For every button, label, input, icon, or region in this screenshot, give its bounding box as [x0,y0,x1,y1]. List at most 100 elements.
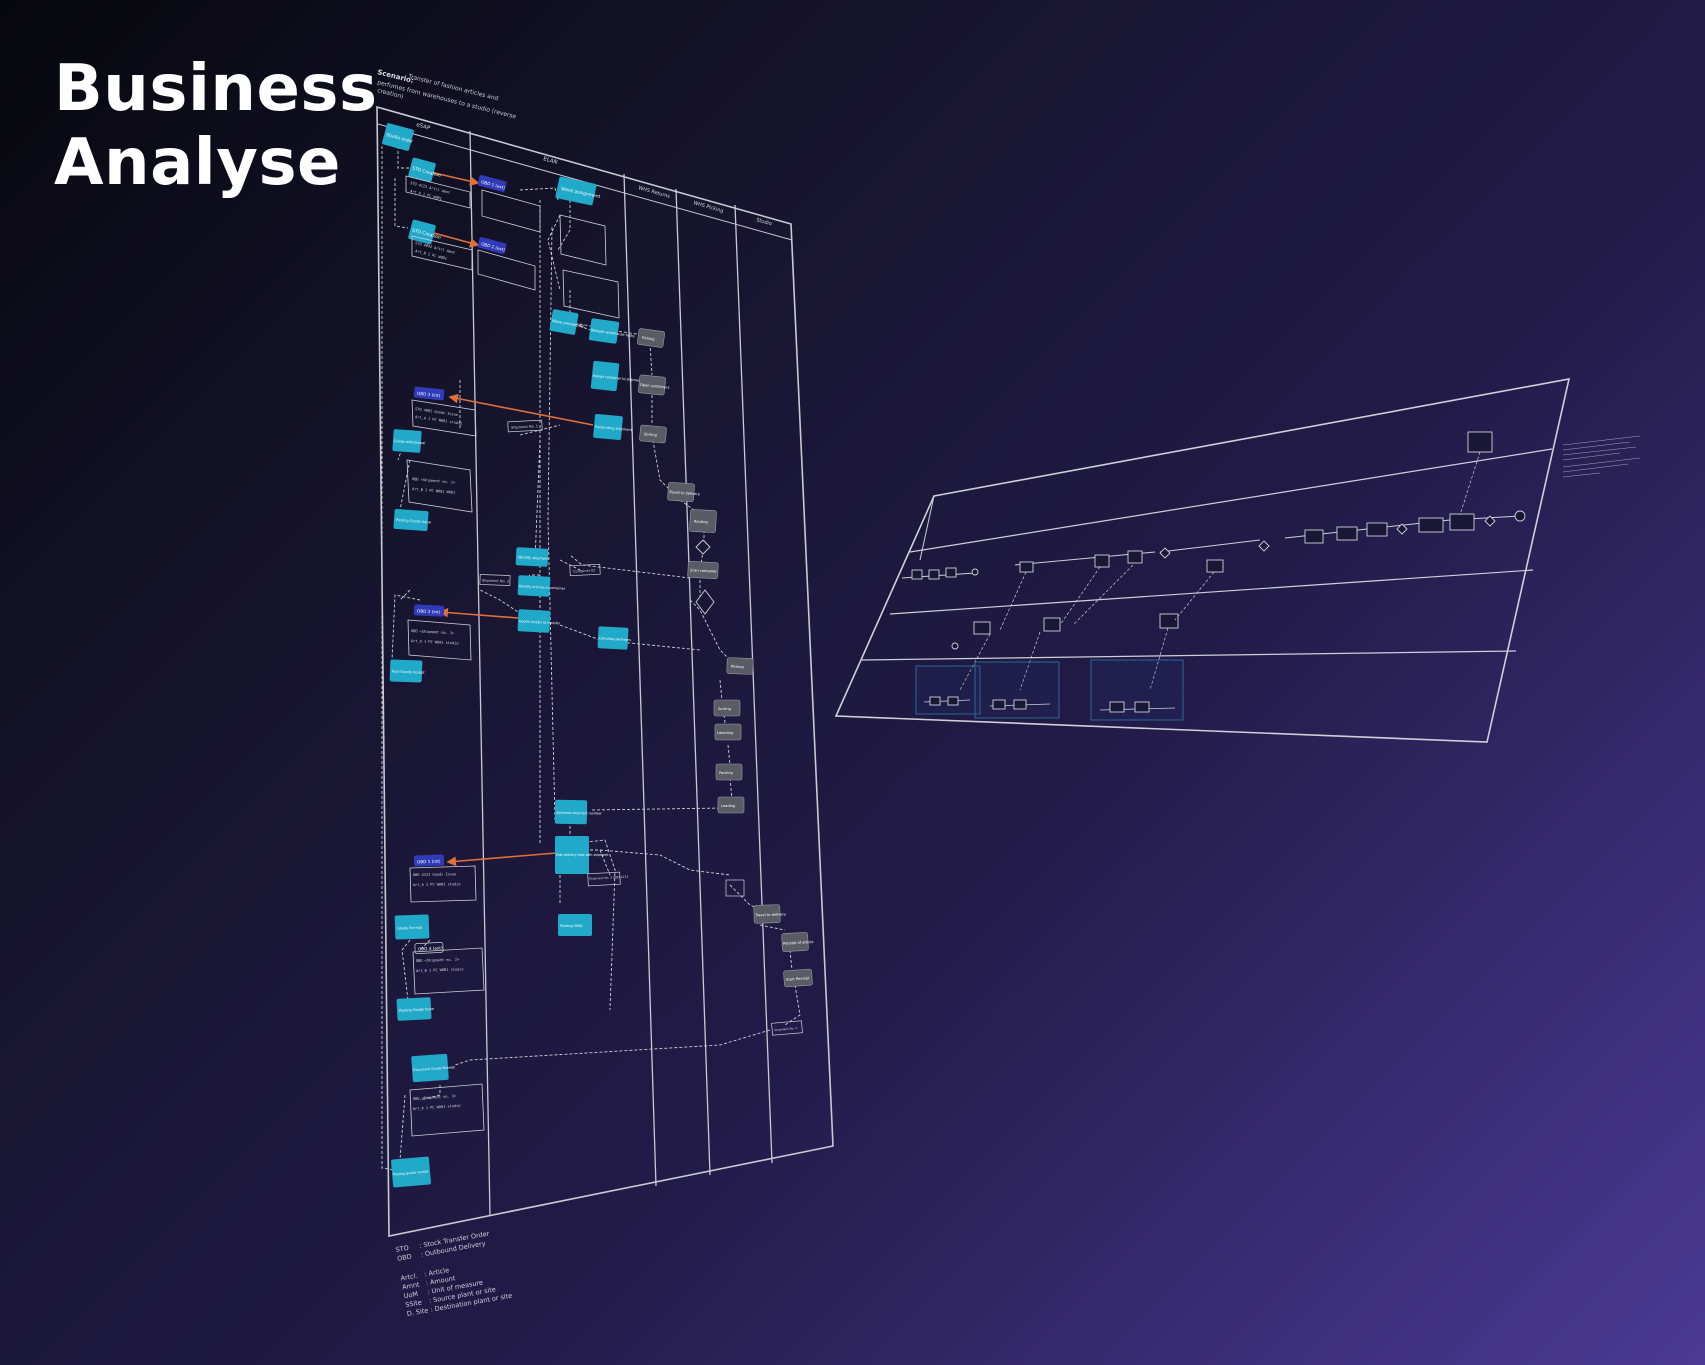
process-diagram-left: Scenario: Transfer of fashion articles a… [376,68,834,1318]
doc-obd3-int-1[interactable]: OBD 3 (int) [413,386,445,401]
doc-obd1-int[interactable]: OBD 1 (int) [413,854,445,867]
svg-text:Calculate packages: Calculate packages [599,636,632,642]
doc-obd3-int-2[interactable]: OBD 3 (int) [413,604,445,617]
node-travel-delivery-2[interactable]: Travel to delivery [753,904,787,924]
node-picking-2[interactable]: Picking [726,657,754,675]
node-release-tasks[interactable]: Release warehouse tasks [588,318,636,344]
node-studio-order[interactable]: Studio order [382,123,415,151]
ref-tags [479,419,803,1036]
ref-tag-text: Shipment No. 1 Container ID Shipment No.… [482,424,798,1032]
svg-text:Goods Receipt: Goods Receipt [397,926,423,931]
node-identify-articles[interactable]: Identify articles in container [517,575,566,597]
cyan-nodes: Studio order STO Creation STO Creation W… [382,123,644,1188]
legend: STO : Stock Transfer Order OBD : Outboun… [395,1230,513,1318]
node-open-containers[interactable]: Open containers [638,374,670,396]
node-wave-processing[interactable]: Wave processing [549,309,585,335]
node-assign-container[interactable]: Assign container to shipment [590,360,644,392]
dark-nodes: Picking Open containers Sorting Travel t… [636,328,815,988]
right-top-nodes [911,431,1526,580]
right-mid-nodes [951,613,1179,650]
lane-separator [675,188,711,1176]
legend-abbr-amnt: Amnt [402,1280,421,1291]
svg-text:Art_A 1 PC W001: Art_A 1 PC W001 [410,189,442,201]
node-routing[interactable]: Routing [689,509,717,533]
node-receipt-of-article[interactable]: Receipt of article [781,932,815,952]
node-scan-container[interactable]: Scan container [687,561,719,579]
node-travel-delivery-1[interactable]: Travel to delivery [667,481,701,503]
node-posting-grid[interactable]: Posting GRID [558,914,592,936]
svg-text:Picking: Picking [642,336,655,342]
right-bottom-subprocesses [915,659,1184,721]
legend-abbr-dsite: D. Site [406,1306,429,1318]
svg-text:Identify shipment: Identify shipment [518,555,550,561]
node-loading[interactable]: Loading [717,796,745,814]
node-calculate-packages[interactable]: Calculate packages [597,626,631,650]
node-goods-withdrawal[interactable]: Goods withdrawal [392,429,425,453]
svg-text:Shipment No. 3: Shipment No. 3 [774,1026,798,1032]
svg-text:Art_A 1 PC W001 studio: Art_A 1 PC W001 studio [411,639,459,645]
node-generate-shipment-number[interactable]: Generate shipment number [554,799,603,825]
svg-text:OBD 2 (ext): OBD 2 (ext) [481,241,506,252]
svg-text:OBD 4 (ext): OBD 4 (ext) [418,945,443,951]
node-sorting-2[interactable]: Sorting [713,699,741,717]
svg-text:OBD 3 (int): OBD 3 (int) [417,391,441,398]
svg-text:Posting Goods Issue: Posting Goods Issue [396,518,431,524]
node-packing[interactable]: Packing [715,763,743,781]
node-generating-shipment[interactable]: Generating shipment [593,413,633,441]
node-goods-receipt[interactable]: Goods Receipt [394,914,430,940]
svg-text:Scan container: Scan container [690,568,718,573]
svg-text:OBD <Shipment no. 1>: OBD <Shipment no. 1> [411,629,455,635]
svg-text:Loading: Loading [721,804,735,808]
svg-text:Art_B 1 PC W001 studio: Art_B 1 PC W001 studio [416,967,464,973]
node-identify-shipment[interactable]: Identify shipment [515,547,550,567]
lane-separator [623,173,657,1187]
document-arrows [429,171,594,867]
lane-label-whs-picking: WHS Picking [692,200,724,214]
gateway-diamond [695,539,711,555]
node-wave-assignment[interactable]: Wave assignment [555,176,601,206]
svg-text:Goods receipt at transfer: Goods receipt at transfer [519,619,561,625]
title-line-1: Business [54,52,378,126]
svg-text:Generate shipment number: Generate shipment number [556,811,603,816]
node-post-goods-receipt[interactable]: Post Goods receipt [389,659,426,683]
svg-text:Wave processing: Wave processing [552,318,585,329]
svg-text:OBD 1 (int): OBD 1 (int) [417,859,441,865]
node-posting-goods-issue-2[interactable]: Posting Goods Issue [396,997,434,1021]
svg-text:OBD 4123 Goods Issue: OBD 4123 Goods Issue [413,872,456,877]
svg-text:Art_A 1 PC W001 studio: Art_A 1 PC W001 studio [413,1104,461,1111]
svg-text:Posting goods receipt: Posting goods receipt [393,1169,429,1176]
node-labelling[interactable]: Labelling [714,723,742,741]
node-posting-goods-issue-1[interactable]: Posting Goods Issue [393,508,431,532]
node-sto-creation-2[interactable]: STO Creation [408,219,442,245]
node-sorting-1[interactable]: Sorting [639,424,667,444]
svg-text:Labelling: Labelling [717,731,733,735]
svg-text:OBD 1 (ext): OBD 1 (ext) [481,179,506,190]
svg-text:Identify articles in container: Identify articles in container [519,584,566,590]
svg-text:Travel to delivery: Travel to delivery [668,490,701,496]
diagram-frame [376,105,834,1237]
node-picking-1[interactable]: Picking [636,328,666,348]
node-posting-goods-receipt[interactable]: Posting goods receipt [391,1156,431,1188]
lane-label-elan: ELAN [542,156,558,166]
svg-text:Sorting: Sorting [718,707,731,711]
svg-text:STO 4092 Goods Issue: STO 4092 Goods Issue [415,407,458,417]
doc-obd4-ext[interactable]: OBD 4 (ext) [414,942,444,954]
node-goods-receipt-transfer[interactable]: Goods receipt at transfer [517,609,561,633]
node-post-delivery-note[interactable]: Post delivery note with shipment [555,836,609,874]
node-sto-creation-1[interactable]: STO Creation [408,157,442,183]
svg-text:Goods withdrawal: Goods withdrawal [394,439,426,445]
svg-text:Assign container to shipment: Assign container to shipment [593,374,643,383]
svg-text:Travel to delivery: Travel to delivery [754,912,787,917]
svg-text:Document Goods Receipt: Document Goods Receipt [413,1065,456,1072]
doc-obd1-ext[interactable]: OBD 1 (ext) [477,175,507,193]
node-document-goods-receipt[interactable]: Document Goods Receipt [411,1053,456,1083]
svg-text:OBD 3 (int): OBD 3 (int) [417,608,441,614]
svg-text:Art_B 1 PC W001 W001: Art_B 1 PC W001 W001 [412,487,455,495]
svg-text:Container ID: Container ID [573,568,595,573]
doc-obd2-ext[interactable]: OBD 2 (ext) [477,237,507,255]
node-start-receipt[interactable]: Start Receipt [783,968,813,988]
svg-text:Shipment No. 2 OBD 4123: Shipment No. 2 OBD 4123 [589,875,629,881]
document-detail-boxes [405,175,620,1137]
lane-label-esap: eSAP [415,122,431,132]
title-line-2: Analyse [54,126,341,200]
